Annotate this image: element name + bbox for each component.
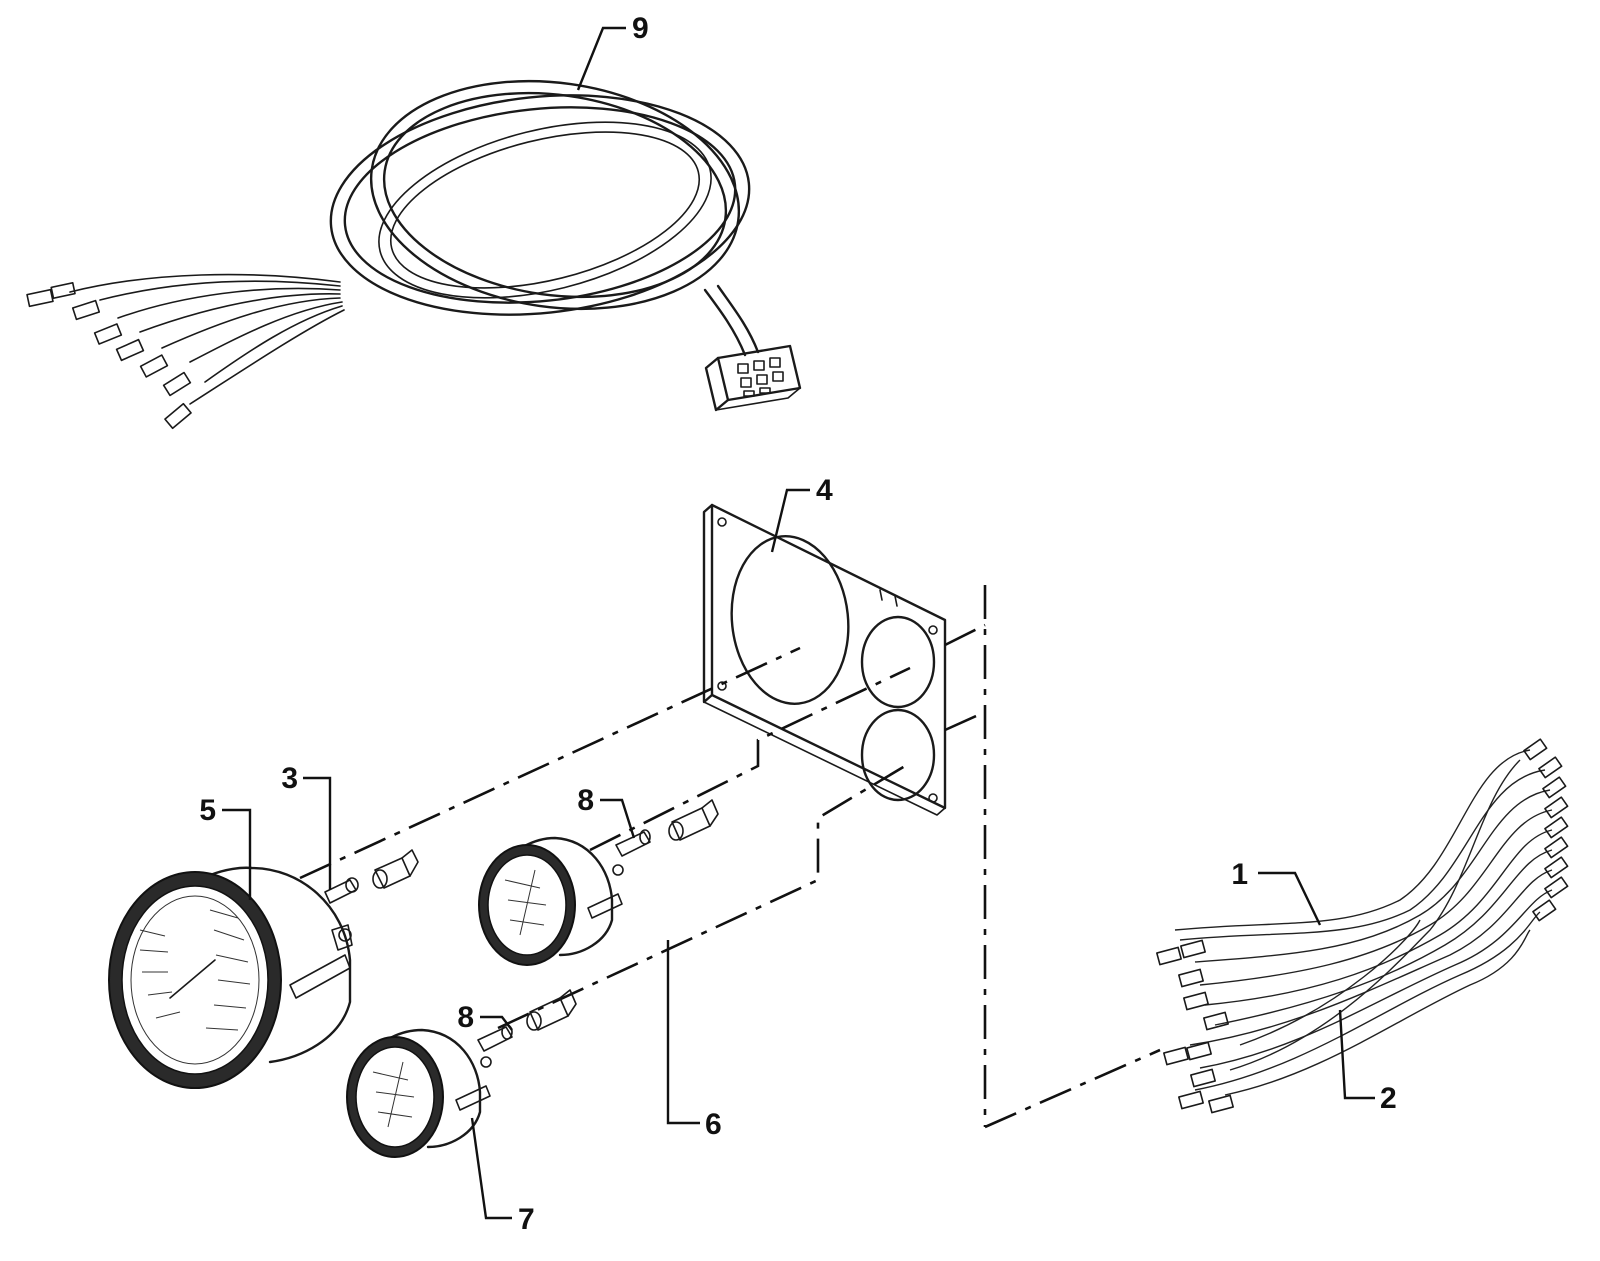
callout-5: 5 [199,794,216,827]
callout-8-upper: 8 [577,784,594,817]
callout-labels: 1 2 3 4 5 6 7 8 8 9 [199,12,1396,1236]
harness-terminals [26,282,192,430]
callout-3: 3 [281,762,298,795]
part-4-instrument-panel [702,503,947,816]
callout-6: 6 [705,1108,722,1141]
part-7-small-gauge-lower [346,1028,492,1158]
callout-leaders [222,26,1375,1220]
callout-2: 2 [1380,1082,1397,1115]
callout-7: 7 [518,1203,535,1236]
callout-1: 1 [1231,858,1248,891]
callout-9: 9 [632,12,649,45]
part-9-main-harness [26,79,802,430]
part-3-bulb-socket [324,849,419,904]
wire-terminals-left [1156,939,1234,1114]
multi-pin-connector [704,344,802,412]
harness-coil [329,79,751,316]
part-6-small-gauge-upper [478,836,624,966]
part-8-bulb-socket-lower [477,989,577,1052]
callout-4: 4 [816,474,833,507]
harness-wire-fan [69,273,345,405]
part-5-large-gauge [108,866,353,1089]
wire-terminals-right [1523,738,1569,922]
part-1-2-wire-harnesses [1156,738,1569,1114]
callout-8-lower: 8 [457,1001,474,1034]
part-8-bulb-socket-upper [615,799,719,857]
assembly-lines [299,585,1161,1129]
